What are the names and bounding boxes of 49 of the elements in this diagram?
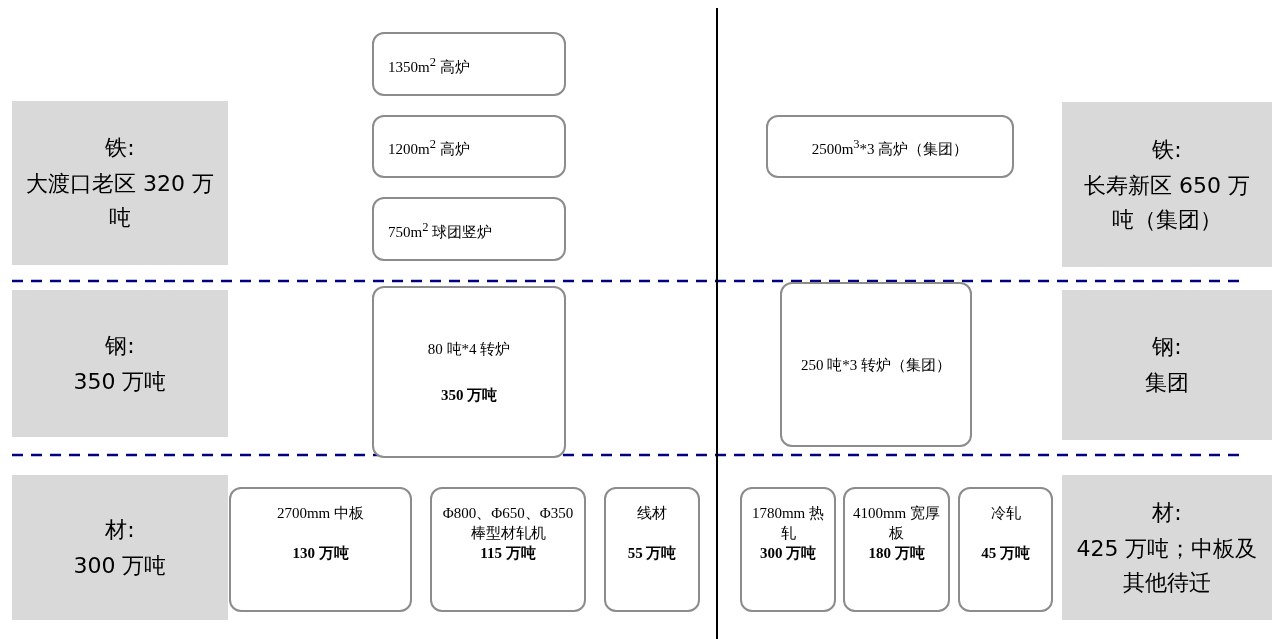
equipment-label: 1350m$^{2}$ 高炉 [388, 53, 470, 77]
category-heading: 铁: [105, 134, 135, 162]
process-box [229, 487, 412, 612]
equipment-label: 冷轧 [990, 504, 1021, 523]
capacity-value: 180 万吨 [868, 544, 925, 563]
category-box [12, 475, 228, 620]
category-box [12, 101, 228, 265]
equipment-label: 4100mm 宽厚板 [851, 504, 942, 543]
equipment-label: 80 吨*4 转炉 [427, 340, 511, 359]
capacity-value: 350 万吨 [440, 386, 498, 405]
capacity-value: 55 万吨 [627, 544, 677, 563]
process-box [372, 197, 566, 261]
equipment-label: 750m$^{2}$ 球团竖炉 [388, 218, 493, 242]
equipment-label: 2700mm 中板 [276, 504, 365, 523]
category-heading: 材: [1152, 498, 1182, 527]
capacity-text: 350 万吨 [73, 367, 167, 396]
capacity-value: 45 万吨 [981, 544, 1030, 563]
capacity-text: 集团 [1145, 369, 1189, 397]
category-heading: 材: [105, 515, 135, 544]
capacity-value: 300 万吨 [759, 544, 817, 563]
equipment-label: 1200m$^{2}$ 高炉 [388, 136, 470, 159]
equipment-label: 250 吨*3 转炉（集团） [801, 355, 951, 375]
category-heading: 铁: [1152, 135, 1182, 164]
equipment-label: Φ800、Φ650、Φ350 棒型材轧机 [441, 504, 575, 543]
category-box [12, 290, 228, 437]
process-box [372, 115, 566, 178]
capacity-text: 长寿新区 650 万吨（集团） [1083, 171, 1251, 234]
capacity-text: 300 万吨 [73, 551, 167, 580]
capacity-value: 130 万吨 [292, 544, 349, 563]
category-heading: 钢: [105, 331, 135, 360]
process-box [430, 487, 586, 612]
category-box [1062, 290, 1272, 440]
process-box [604, 487, 700, 612]
equipment-label: 线材 [637, 504, 667, 523]
capacity-text: 大渡口老区 320 万吨 [26, 170, 214, 232]
process-box [740, 487, 836, 612]
process-box [372, 286, 566, 458]
capacity-text: 425 万吨；中板及其他待迁 [1076, 534, 1258, 597]
capacity-value: 115 万吨 [480, 544, 536, 563]
equipment-label: 1780mm 热轧 [750, 504, 826, 543]
process-box [843, 487, 950, 612]
equipment-label: 2500m$^{3}$*3 高炉（集团） [811, 136, 969, 159]
category-heading: 钢: [1152, 333, 1182, 361]
category-box [1062, 475, 1272, 620]
process-box [766, 115, 1014, 178]
process-box [780, 282, 972, 447]
category-box [1062, 102, 1272, 267]
process-box [958, 487, 1053, 612]
process-box [372, 32, 566, 96]
